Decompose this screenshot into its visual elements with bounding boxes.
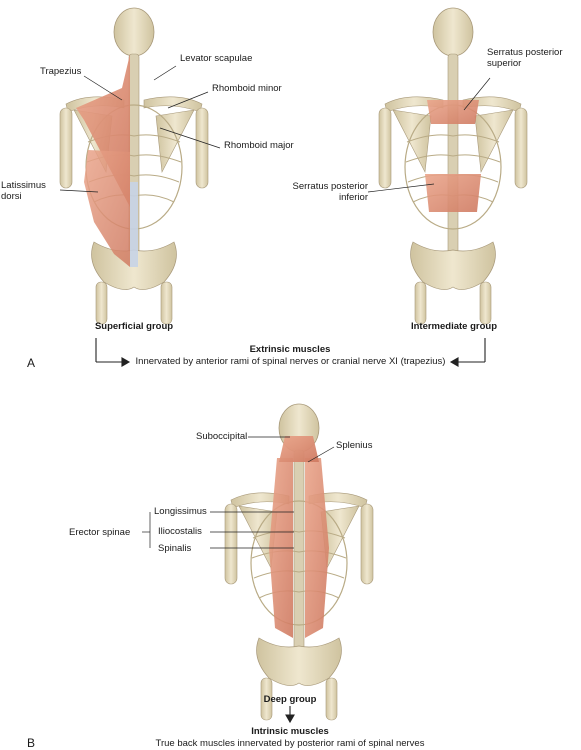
deep-group-title: Deep group: [263, 694, 317, 705]
label-longissimus: Longissimus: [154, 506, 207, 517]
label-splenius: Splenius: [336, 440, 373, 451]
extrinsic-muscles-description: Innervated by anterior rami of spinal ne…: [135, 356, 446, 367]
label-erector-spinae: Erector spinae: [69, 527, 131, 538]
panel-a-letter: A: [27, 356, 36, 370]
splenius-muscle: [279, 436, 319, 462]
label-spsup-line1: Serratus posterior: [487, 47, 563, 58]
intrinsic-muscles-title: Intrinsic muscles: [251, 726, 329, 737]
panel-b-letter: B: [27, 736, 36, 750]
label-spinf-line2: inferior: [338, 192, 368, 203]
panel-a-arrows: [95, 338, 486, 367]
label-latissimus-dorsi: Latissimus dorsi: [1, 180, 46, 202]
label-spinf-line1: Serratus posterior: [292, 181, 368, 192]
label-trapezius: Trapezius: [40, 66, 82, 77]
label-iliocostalis: Iliocostalis: [158, 526, 202, 537]
leader-lines-deep: [142, 436, 335, 549]
label-suboccipital: Suboccipital: [196, 431, 248, 442]
extrinsic-muscles-title: Extrinsic muscles: [249, 344, 331, 355]
thoracolumbar-fascia: [130, 182, 138, 267]
leader-lines-superficial: [59, 65, 221, 193]
label-spsup-line2: superior: [487, 58, 522, 69]
latissimus-dorsi-muscle: [84, 150, 130, 267]
skeleton-deep: [224, 403, 374, 721]
label-serratus-posterior-inferior: Serratus posterior inferior: [284, 181, 368, 203]
erector-spinae-muscle-right: [305, 458, 329, 638]
label-serratus-posterior-superior: Serratus posterior superior: [487, 47, 563, 69]
label-latissimus-line2: dorsi: [1, 191, 22, 202]
label-latissimus-line1: Latissimus: [1, 180, 46, 191]
superficial-group-title: Superficial group: [94, 321, 174, 332]
panel-b-arrow: [285, 706, 295, 724]
leader-lines-intermediate: [367, 77, 491, 193]
label-rhomboid-major: Rhomboid major: [224, 140, 294, 151]
serratus-posterior-superior-muscle: [427, 100, 479, 124]
serratus-posterior-inferior-muscle: [425, 174, 481, 212]
label-rhomboid-minor: Rhomboid minor: [212, 83, 282, 94]
skeleton-superficial: [59, 7, 209, 325]
intrinsic-muscles-description: True back muscles innervated by posterio…: [155, 738, 425, 749]
label-spinalis: Spinalis: [158, 543, 192, 554]
label-levator-scapulae: Levator scapulae: [180, 53, 253, 64]
intermediate-group-title: Intermediate group: [410, 321, 498, 332]
skeleton-intermediate: [378, 7, 528, 325]
